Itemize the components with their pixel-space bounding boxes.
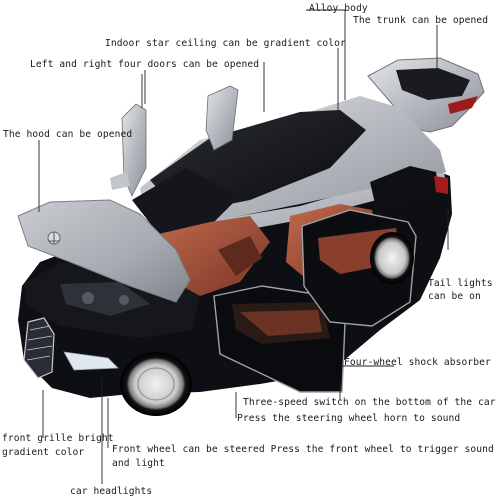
label-front-wheel-2: and light — [112, 458, 165, 469]
label-grille-2: gradient color — [2, 447, 85, 458]
label-tail-lights-2: can be on — [428, 291, 481, 302]
trunk-lid — [367, 57, 485, 133]
label-horn: Press the steering wheel horn to sound — [237, 413, 461, 424]
far-side-doors — [110, 85, 239, 197]
callout-lines — [38, 9, 449, 484]
rear-wheel — [370, 232, 414, 284]
label-shock-absorber: Four-wheel shock absorber — [344, 357, 491, 368]
label-front-wheel-1: Front wheel can be steered Press the fro… — [112, 444, 494, 455]
label-grille-1: front grille bright — [2, 433, 114, 444]
label-three-speed-switch: Three-speed switch on the bottom of the … — [243, 397, 496, 408]
label-hood: The hood can be opened — [3, 129, 133, 140]
label-four-doors: Left and right four doors can be opened — [30, 59, 260, 70]
hood-open — [17, 199, 191, 303]
label-alloy-body: Alloy body — [309, 3, 368, 14]
label-headlights: car headlights — [70, 486, 153, 497]
front-door-open — [213, 285, 347, 393]
label-star-ceiling: Indoor star ceiling can be gradient colo… — [105, 38, 346, 49]
front-grille — [23, 317, 55, 379]
label-tail-lights-1: Tail lights — [428, 278, 493, 289]
label-trunk: The trunk can be opened — [353, 15, 489, 26]
front-wheel — [120, 352, 192, 416]
headlight — [63, 351, 119, 371]
tail-light — [434, 176, 448, 194]
